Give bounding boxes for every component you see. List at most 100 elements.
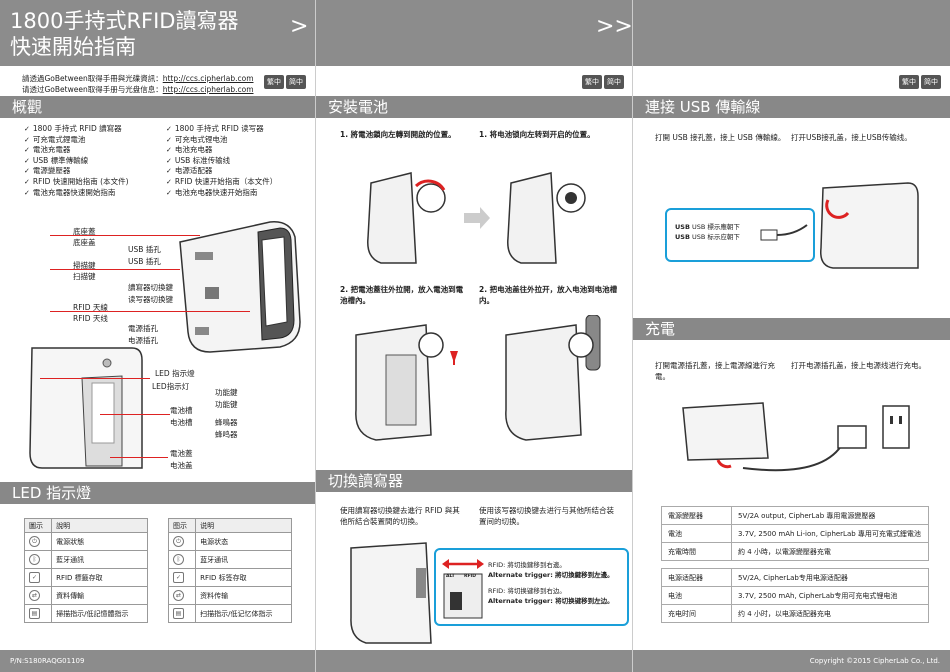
- table-cell: 藍牙通訊: [51, 550, 148, 569]
- data-transfer-icon: ⇄: [29, 590, 40, 601]
- footer-copyright: Copyright ©2015 CipherLab Co., Ltd.: [633, 650, 950, 672]
- label-antenna-tc: RFID 天線: [73, 303, 108, 312]
- callout-line: [110, 457, 168, 458]
- list-item: RFID 快速開始指南 (本文件): [24, 177, 129, 188]
- list-item: 电源适配器: [166, 166, 277, 177]
- bluetooth-icon: ᛒ: [173, 554, 184, 565]
- lang-sc-tag: 简中: [286, 75, 306, 89]
- callout-line: [40, 378, 150, 379]
- note-alt-sc: Alternate trigger: 将切换键移到左边。: [488, 597, 614, 605]
- table-cell: 资料传输: [195, 586, 292, 605]
- scan-indicator-icon: ▤: [173, 608, 184, 619]
- table-cell: 电源状态: [195, 532, 292, 551]
- usb-word-tc: USB: [675, 223, 690, 231]
- label-buzzer-tc: 蜂鳴器: [215, 418, 238, 427]
- table-cell: 電源變壓器: [661, 506, 732, 525]
- data-transfer-icon: ⇄: [173, 590, 184, 601]
- usb-note-sc: USB 标示应朝下: [692, 233, 740, 241]
- list-item: USB 标准传输线: [166, 156, 277, 167]
- list-item: 可充电式锂电池: [166, 135, 277, 146]
- label-scan-key-sc: 扫描键: [73, 272, 96, 281]
- info-link-tc[interactable]: http://ccs.cipherlab.com: [162, 74, 254, 83]
- language-tags: 繁中 简中: [582, 75, 624, 89]
- note-rfid-tc: RFID: 將切換鍵移到右邊。: [488, 561, 566, 569]
- table-row: 充電時間約 4 小時，以電源變壓器充電: [661, 542, 929, 561]
- label-power-jack-sc: 电源插孔: [128, 336, 158, 345]
- next-chevron: >>: [596, 14, 633, 39]
- switch-desc-sc: 使用该写器切换键去进行与其他所结合装置间的切换。: [479, 506, 614, 526]
- footer-part-number: P/N:S180RAQG01109: [0, 650, 315, 672]
- device-side-illustration: [29, 347, 143, 469]
- lang-sc-tag: 简中: [604, 75, 624, 89]
- table-cell: RFID 標籤存取: [51, 568, 148, 587]
- charge-desc-sc: 打开电源插孔盖，接上电源线进行充电。: [791, 361, 926, 370]
- alt-rfid-switch-illustration: [442, 559, 484, 619]
- switch-rfid-label: RFID: [464, 574, 476, 579]
- panel-overview: 1800手持式RFID讀寫器 快速開始指南 > 請透過GoBetween取得手冊…: [0, 0, 316, 672]
- usb-desc-tc: 打開 USB 接孔蓋，接上 USB 傳輸線。: [655, 133, 786, 142]
- label-bat-cover-sc: 电池盖: [170, 461, 193, 470]
- label-bat-slot-tc: 電池槽: [170, 406, 193, 415]
- label-led-tc: LED 指示燈: [155, 369, 195, 378]
- switch-notes: RFID: 將切換鍵移到右邊。 Alternate trigger: 將切換鍵移…: [488, 560, 614, 606]
- table-cell: 充電時間: [661, 542, 732, 561]
- power-icon: ⏻: [29, 536, 40, 547]
- table-header: 說明: [51, 518, 148, 533]
- label-switch-tc: 讀寫器切換鍵: [128, 283, 173, 292]
- label-antenna-sc: RFID 天线: [73, 314, 108, 323]
- table-cell: 電池: [661, 524, 732, 543]
- table-cell: 5V/2A, CipherLab专用电源适配器: [731, 568, 929, 587]
- power-icon: ⏻: [173, 536, 184, 547]
- list-item: 電源變壓器: [24, 166, 129, 177]
- charging-header: 充電: [633, 318, 950, 340]
- panel-usb-charge: 繁中 简中 連接 USB 傳輸線 打開 USB 接孔蓋，接上 USB 傳輸線。 …: [633, 0, 950, 672]
- table-cell: 约 4 小时，以电源适配器充电: [731, 604, 929, 623]
- callout-line: [50, 311, 250, 312]
- list-item: USB 標準傳輸線: [24, 156, 129, 167]
- label-scan-key-tc: 掃描鍵: [73, 261, 96, 270]
- table-row: ⏻ 电源状态: [167, 532, 292, 551]
- title-band: >>: [316, 0, 633, 66]
- lang-tc-tag: 繁中: [582, 75, 602, 89]
- lang-sc-tag: 简中: [921, 75, 941, 89]
- table-row: ✓RFID 标签存取: [167, 568, 292, 587]
- label-buzzer-sc: 蜂鸣器: [215, 430, 238, 439]
- info-link-sc[interactable]: http://ccs.cipherlab.com: [162, 85, 254, 94]
- charge-desc-tc: 打開電源插孔蓋，接上電源線進行充電。: [655, 361, 775, 381]
- rfid-tag-icon: ✓: [29, 572, 40, 583]
- label-func-key-tc: 功能鍵: [215, 388, 238, 397]
- list-item: RFID 快速开始指南（本文件）: [166, 177, 277, 188]
- table-row: ⇄資料傳輸: [23, 586, 148, 605]
- list-item: 1800 手持式 RFID 讀寫器: [24, 124, 129, 135]
- table-cell: 3.7V, 2500 mAh, CipherLab专用可充电式锂电池: [731, 586, 929, 605]
- label-base-cover-sc: 底座盖: [73, 238, 96, 247]
- list-item: 1800 手持式 RFID 读写器: [166, 124, 277, 135]
- label-bat-slot-sc: 电池槽: [170, 418, 193, 427]
- panel-battery: >> 繁中 简中 安裝電池 1. 將電池鎖向左轉到開啟的位置。 1. 将电池锁向…: [316, 0, 633, 672]
- table-cell: 电池: [661, 586, 732, 605]
- usb-header: 連接 USB 傳輸線: [633, 96, 950, 118]
- table-cell: 約 4 小時，以電源變壓器充電: [731, 542, 929, 561]
- label-func-key-sc: 功能键: [215, 400, 238, 409]
- table-row: ᛒ 蓝牙通讯: [167, 550, 292, 569]
- step1-tc: 1. 將電池鎖向左轉到開啟的位置。: [340, 130, 456, 139]
- next-chevron: >: [290, 14, 309, 39]
- label-usb-port-tc: USB 插孔: [128, 245, 161, 254]
- table-cell: 3.7V, 2500 mAh Li-ion, CipherLab 專用可充電式鋰…: [731, 524, 929, 543]
- switch-reader-header: 切換讀寫器: [316, 470, 632, 492]
- table-row: 充电时间约 4 小时，以电源适配器充电: [661, 604, 929, 623]
- package-list-sc: 1800 手持式 RFID 读写器 可充电式锂电池 电池充电器 USB 标准传输…: [166, 124, 277, 198]
- table-cell: 蓝牙通讯: [195, 550, 292, 569]
- label-base-cover-tc: 底座蓋: [73, 227, 96, 236]
- title-line-1: 1800手持式RFID讀寫器: [10, 9, 239, 33]
- table-cell: 扫描指示/低记忆体指示: [195, 604, 292, 623]
- info-sc: 请透过GoBetween取得手册与光盘信息：: [22, 85, 163, 94]
- overview-header: 概觀: [0, 96, 315, 118]
- install-battery-header: 安裝電池: [316, 96, 632, 118]
